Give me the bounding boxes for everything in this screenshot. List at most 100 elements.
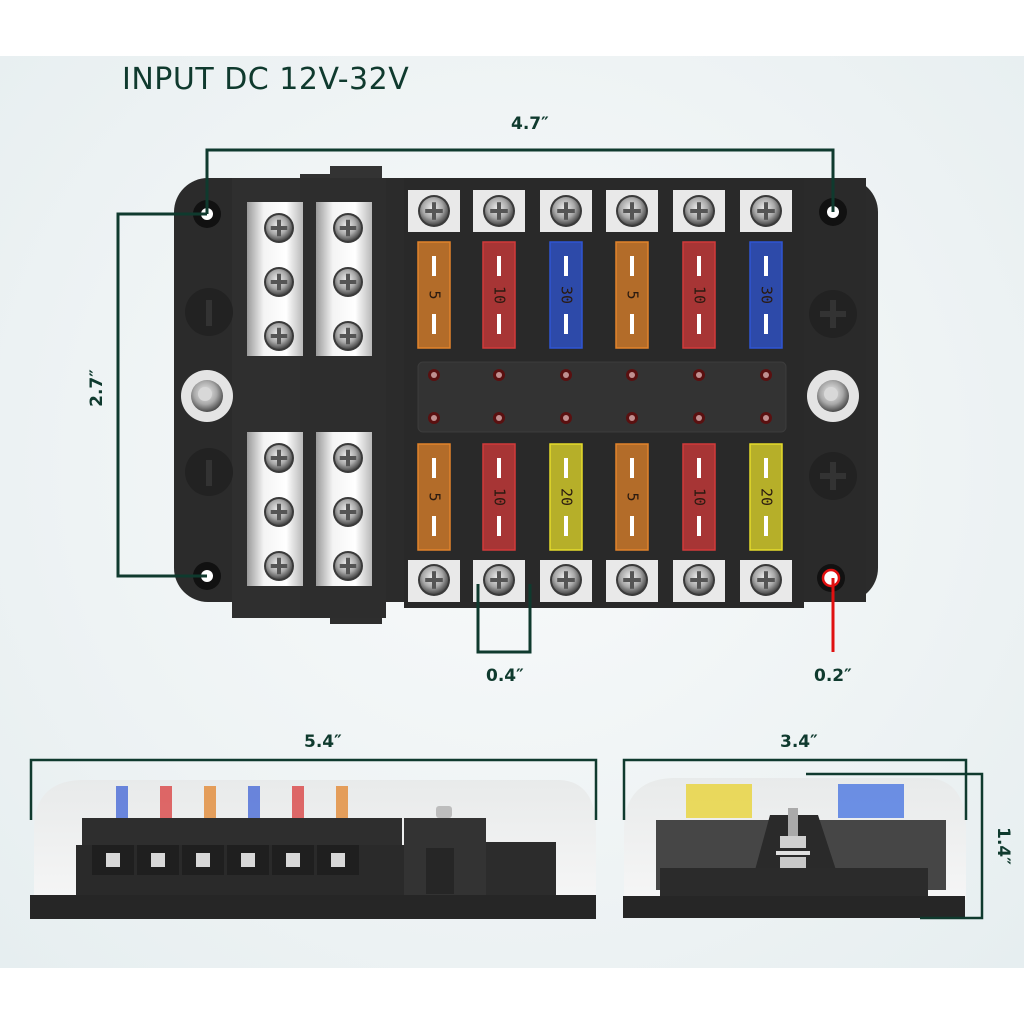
end-view-body [660,868,928,898]
busbar-screw [264,321,294,351]
mount-hole-label: 0.2″ [814,666,852,686]
led-indicator [428,412,440,424]
side-view-terminal-screw [286,853,300,867]
side-view [30,780,596,919]
end-view-fuse [686,784,752,818]
negative-stud [181,370,233,422]
terminal-screw [550,195,582,227]
negative-symbol-icon [185,448,233,496]
side-view-end-block [486,842,556,898]
side-view-fuse [204,786,216,820]
busbar-screw [264,213,294,243]
busbar-screw [264,497,294,527]
fuse-bottom-6: 20 [749,443,783,551]
led-indicator [626,369,638,381]
fuse-rating-label: 10 [691,286,709,304]
terminal-screw [616,195,648,227]
pitch-dimension-line [476,584,532,654]
end-view [623,778,966,918]
side-view-terminal-screw [196,853,210,867]
side-view-fuse [248,786,260,820]
width-dimension-label: 4.7″ [511,114,549,134]
fuse-top-4: 5 [615,241,649,349]
end-view-stud-nut [780,836,806,848]
fuse-rating-label: 10 [691,488,709,506]
led-indicator [626,412,638,424]
led-indicator [493,412,505,424]
side-length-dimension-line [29,758,598,820]
terminal-screw [418,195,450,227]
fuse-rating-label: 5 [426,492,444,501]
busbar-screw [333,267,363,297]
input-voltage-title: INPUT DC 12V-32V [122,62,410,97]
fuse-rating-label: 30 [758,286,776,304]
side-view-fuse [292,786,304,820]
terminal-screw [750,564,782,596]
end-height-label: 1.4″ [992,827,1013,865]
terminal-screw [683,564,715,596]
led-indicator [760,412,772,424]
busbar-screw [333,497,363,527]
side-view-fuse [336,786,348,820]
side-view-stud-slot [426,848,454,894]
terminal-screw [550,564,582,596]
side-view-terminal-screw [241,853,255,867]
fuse-bottom-1: 5 [417,443,451,551]
busbar-screw [333,443,363,473]
fuse-bottom-2: 10 [482,443,516,551]
led-indicator [693,369,705,381]
dimension-lines [116,148,835,654]
side-view-terminal-screw [106,853,120,867]
fuse-rating-label: 10 [491,488,509,506]
fuse-rating-label: 5 [624,492,642,501]
mount-hole-marker [821,568,841,588]
fuse-top-2: 10 [482,241,516,349]
led-indicator [560,369,572,381]
fuse-top-5: 10 [682,241,716,349]
fuse-bottom-4: 5 [615,443,649,551]
end-view-base [623,896,965,918]
terminal-screw [683,195,715,227]
end-width-label: 3.4″ [780,732,818,752]
height-dimension-line [116,212,207,578]
busbar-screw [264,551,294,581]
side-view-terminal-screw [331,853,345,867]
led-indicator-panel [417,361,787,433]
terminal-screw [483,564,515,596]
end-height-dimension-line [806,772,984,920]
end-view-stud-nut-lower [780,857,806,871]
fuse-bottom-5: 10 [682,443,716,551]
mount-hole-bottom-right [817,564,845,592]
fuse-top-3: 30 [549,241,583,349]
body-tab-top-2 [330,166,382,180]
positive-stud [807,370,859,422]
terminal-screw [483,195,515,227]
fuse-top-1: 5 [417,241,451,349]
end-view-fuse [838,784,904,818]
led-indicator [560,412,572,424]
width-dimension-line [205,148,835,214]
terminal-screw [616,564,648,596]
fuse-rating-label: 5 [624,290,642,299]
busbar-screw [264,443,294,473]
positive-symbol-icon [809,452,857,500]
fuse-rating-label: 5 [426,290,444,299]
busbar-screw [264,267,294,297]
positive-symbol-icon [809,290,857,338]
led-indicator [493,369,505,381]
side-view-fuse [116,786,128,820]
terminal-screw [750,195,782,227]
busbar-screw [333,213,363,243]
end-width-dimension-line [622,758,968,820]
end-view-stud-thread [788,808,798,838]
busbar-screw [333,551,363,581]
end-view-stud-washer [776,851,810,855]
busbar-screw [333,321,363,351]
fuse-bottom-3: 20 [549,443,583,551]
height-dimension-label: 2.7″ [86,369,107,407]
terminal-pitch-label: 0.4″ [486,666,524,686]
led-indicator [428,369,440,381]
side-view-terminal-screw [151,853,165,867]
fuse-top-6: 30 [749,241,783,349]
